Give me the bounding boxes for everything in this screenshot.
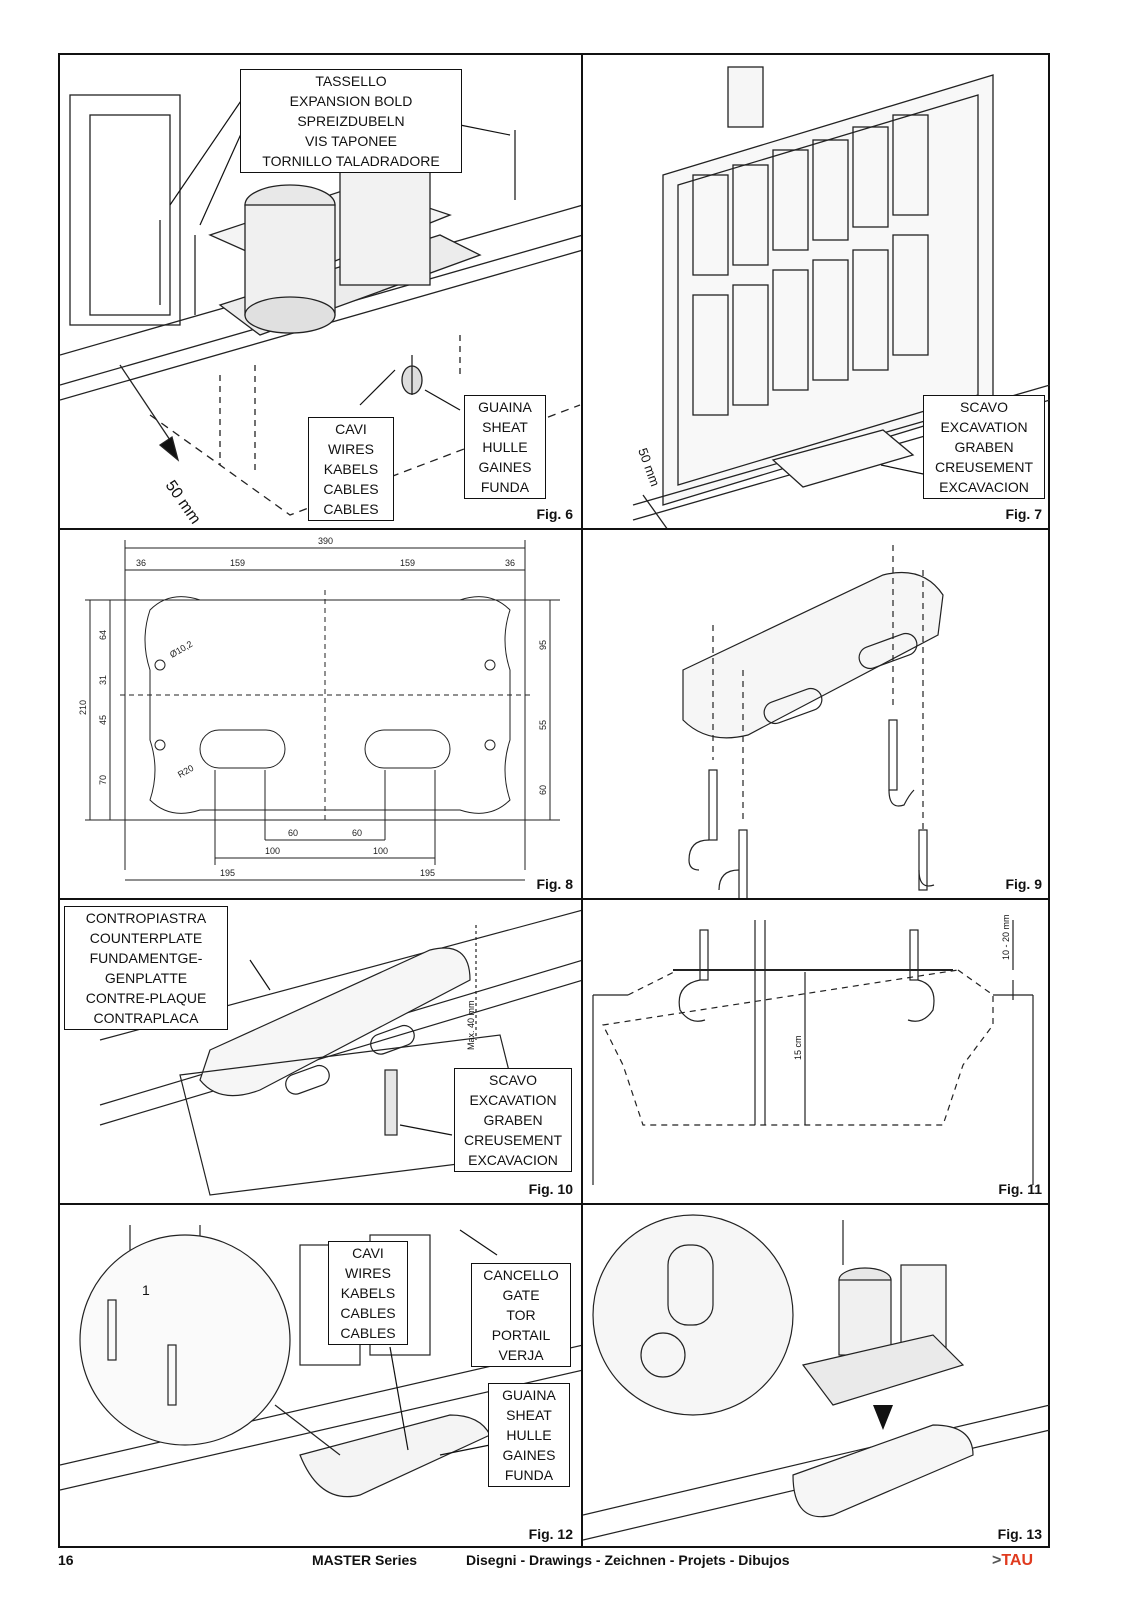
fig11-depth: 15 cm xyxy=(793,1035,803,1060)
fig6-wires-label: CAVI WIRES KABELS CABLES CABLES xyxy=(308,417,394,521)
fig10-counterplate-label: CONTROPIASTRA COUNTERPLATE FUNDAMENTGE- … xyxy=(64,906,228,1030)
fig8-bottom-left: 195 xyxy=(220,868,235,878)
fig8-l70: 70 xyxy=(98,775,108,785)
fig8-left-half: 159 xyxy=(230,558,245,568)
fig7-dimension: 50 mm xyxy=(635,446,663,488)
fig6-expansion-label: TASSELLO EXPANSION BOLD SPREIZDUBELN VIS… xyxy=(240,69,462,173)
fig13-caption: Fig. 13 xyxy=(997,1526,1042,1542)
figure-12: 1 CAVI WIRES KABELS CABLES CABLES CANCEL… xyxy=(60,1205,583,1548)
brand-name: TAU xyxy=(1001,1552,1034,1569)
fig8-slot-d: 100 xyxy=(373,846,388,856)
fig9-drawing xyxy=(682,545,944,898)
figure-8: 390 36 159 159 36 210 64 31 45 70 95 55 … xyxy=(60,530,583,900)
fig8-slot-a: 60 xyxy=(288,828,298,838)
fig12-marker: 1 xyxy=(142,1282,150,1298)
fig12-gate-label: CANCELLO GATE TOR PORTAIL VERJA xyxy=(471,1263,571,1367)
figure-11: 15 cm 10 - 20 mm Fig. 11 xyxy=(583,900,1050,1205)
fig8-height: 210 xyxy=(78,700,88,715)
fig6-drawing: 50 mm xyxy=(60,94,581,528)
series-name: MASTER Series xyxy=(312,1552,418,1568)
fig8-r95: 95 xyxy=(538,640,548,650)
fig8-right-half: 159 xyxy=(400,558,415,568)
fig8-hole-dia: Ø10,2 xyxy=(168,639,194,660)
fig8-caption: Fig. 8 xyxy=(536,876,573,892)
fig6-dimension: 50 mm xyxy=(162,478,204,528)
fig8-radius: R20 xyxy=(176,763,195,780)
fig8-l31: 31 xyxy=(98,675,108,685)
fig12-caption: Fig. 12 xyxy=(528,1526,573,1542)
figure-10: Max. 40 mm CONTROPIASTRA COUNTERPLATE FU… xyxy=(60,900,583,1205)
fig8-total-width: 390 xyxy=(318,536,333,546)
fig13-drawing xyxy=(583,1214,1050,1541)
fig12-wires-label: CAVI WIRES KABELS CABLES CABLES xyxy=(328,1241,408,1345)
figure-7: 50 mm SCAVO EXCAVATION GRABEN CREUSEMENT… xyxy=(583,55,1050,530)
fig11-top: 10 - 20 mm xyxy=(1001,914,1011,960)
fig8-l45: 45 xyxy=(98,715,108,725)
figure-6: 50 mm TASSELLO EXPANSION BOLD SPREIZDUBE… xyxy=(60,55,583,530)
fig12-sheath-label: GUAINA SHEAT HULLE GAINES FUNDA xyxy=(488,1383,570,1487)
fig10-excavation-label: SCAVO EXCAVATION GRABEN CREUSEMENT EXCAV… xyxy=(454,1068,572,1172)
fig8-r55: 55 xyxy=(538,720,548,730)
fig8-right-margin: 36 xyxy=(505,558,515,568)
page-number: 16 xyxy=(58,1552,74,1568)
figure-13: Fig. 13 xyxy=(583,1205,1050,1548)
fig8-l64: 64 xyxy=(98,630,108,640)
fig6-caption: Fig. 6 xyxy=(536,506,573,522)
fig8-left-margin: 36 xyxy=(136,558,146,568)
fig7-caption: Fig. 7 xyxy=(1005,506,1042,522)
section-title: Disegni - Drawings - Zeichnen - Projets … xyxy=(466,1552,790,1568)
fig9-caption: Fig. 9 xyxy=(1005,876,1042,892)
fig8-drawing: 390 36 159 159 36 210 64 31 45 70 95 55 … xyxy=(78,536,560,881)
fig8-slot-b: 60 xyxy=(352,828,362,838)
drawing-frame: 50 mm TASSELLO EXPANSION BOLD SPREIZDUBE… xyxy=(58,53,1050,1548)
fig7-excavation-label: SCAVO EXCAVATION GRABEN CREUSEMENT EXCAV… xyxy=(923,395,1045,499)
fig10-dimension: Max. 40 mm xyxy=(466,1000,476,1050)
fig6-sheath-label: GUAINA SHEAT HULLE GAINES FUNDA xyxy=(464,395,546,499)
fig10-caption: Fig. 10 xyxy=(528,1181,573,1197)
fig8-bottom-right: 195 xyxy=(420,868,435,878)
brand-arrow-icon: > xyxy=(992,1552,1002,1569)
figure-9: Fig. 9 xyxy=(583,530,1050,900)
brand-logo: >TAU xyxy=(992,1552,1033,1570)
fig8-slot-c: 100 xyxy=(265,846,280,856)
fig12-drawing: 1 xyxy=(60,1225,581,1498)
fig11-caption: Fig. 11 xyxy=(998,1181,1042,1197)
fig11-drawing: 15 cm 10 - 20 mm xyxy=(592,914,1034,1185)
fig8-r60: 60 xyxy=(538,785,548,795)
